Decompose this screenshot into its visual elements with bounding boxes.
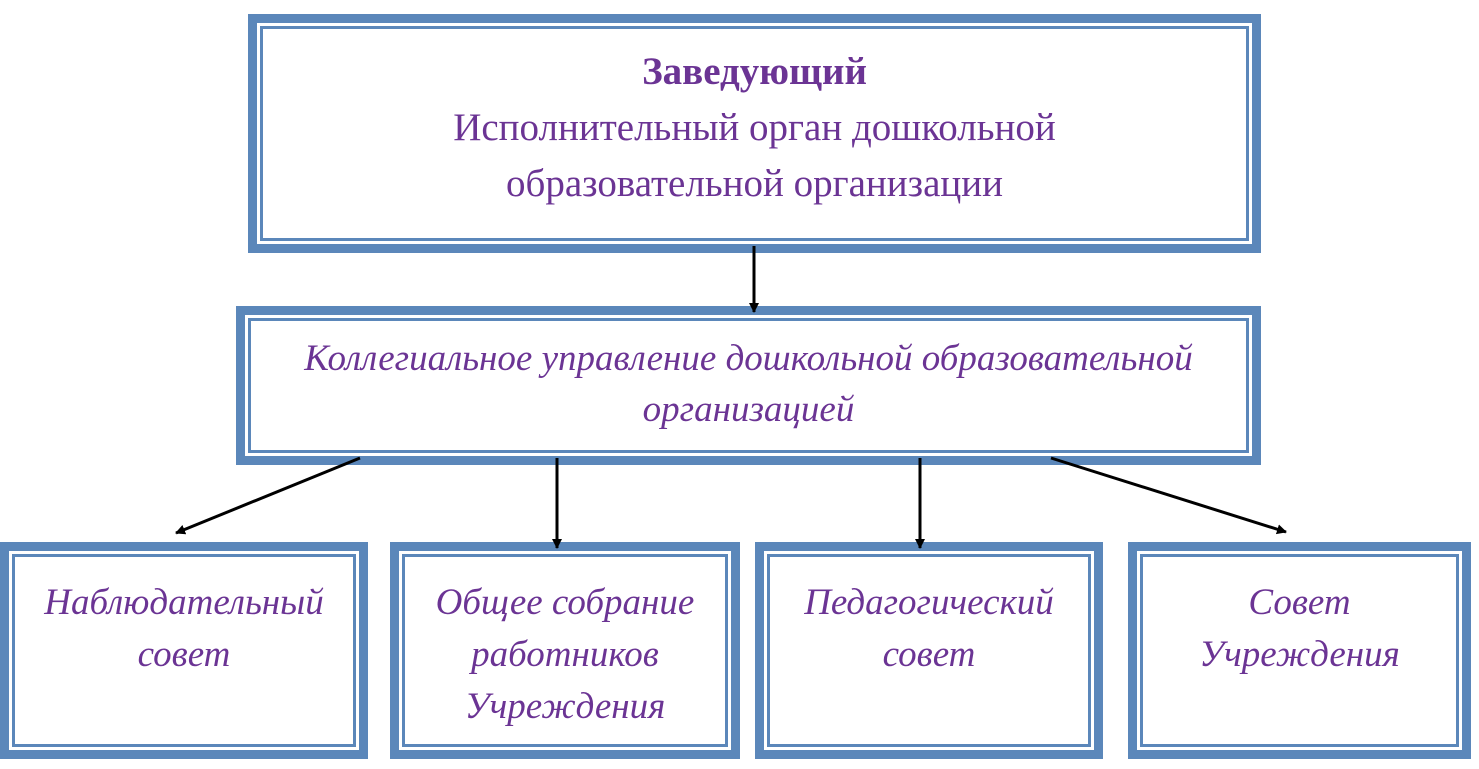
institution-council-line-1: Совет — [1248, 582, 1351, 623]
general-meeting-box: Общее собрание работников Учреждения — [390, 542, 740, 759]
pedagogical-council-box: Педагогический совет — [755, 542, 1103, 759]
institution-council-line-2: Учреждения — [1199, 634, 1400, 675]
collegial-box-frame: Коллегиальное управление дошкольной обра… — [248, 318, 1249, 453]
head-box: Заведующий Исполнительный орган дошкольн… — [248, 14, 1261, 253]
general-meeting-frame: Общее собрание работников Учреждения — [402, 554, 728, 747]
supervisory-board-line-2: совет — [137, 634, 231, 675]
pedagogical-council-line-2: совет — [882, 634, 976, 675]
supervisory-board-box: Наблюдательный совет — [0, 542, 368, 759]
head-line-1: Исполнительный орган дошкольной — [453, 105, 1056, 149]
collegial-line-2: организацией — [642, 388, 855, 430]
arrow-to-supervisory-board — [175, 456, 361, 535]
head-title: Заведующий — [642, 49, 867, 93]
institution-council-frame: Совет Учреждения — [1140, 554, 1459, 747]
pedagogical-council-frame: Педагогический совет — [767, 554, 1091, 747]
collegial-line-1: Коллегиальное управление дошкольной обра… — [304, 337, 1193, 379]
institution-council-box: Совет Учреждения — [1128, 542, 1471, 759]
arrow-to-institution-council — [1050, 456, 1287, 535]
general-meeting-line-3: Учреждения — [464, 686, 666, 727]
head-line-2: образовательной организации — [505, 161, 1003, 205]
general-meeting-line-1: Общее собрание — [435, 582, 695, 623]
head-box-frame: Заведующий Исполнительный орган дошкольн… — [260, 26, 1249, 241]
pedagogical-council-line-1: Педагогический — [804, 582, 1054, 623]
collegial-box: Коллегиальное управление дошкольной обра… — [236, 306, 1261, 465]
supervisory-board-line-1: Наблюдательный — [44, 582, 324, 623]
supervisory-board-frame: Наблюдательный совет — [12, 554, 356, 747]
general-meeting-line-2: работников — [471, 634, 659, 675]
